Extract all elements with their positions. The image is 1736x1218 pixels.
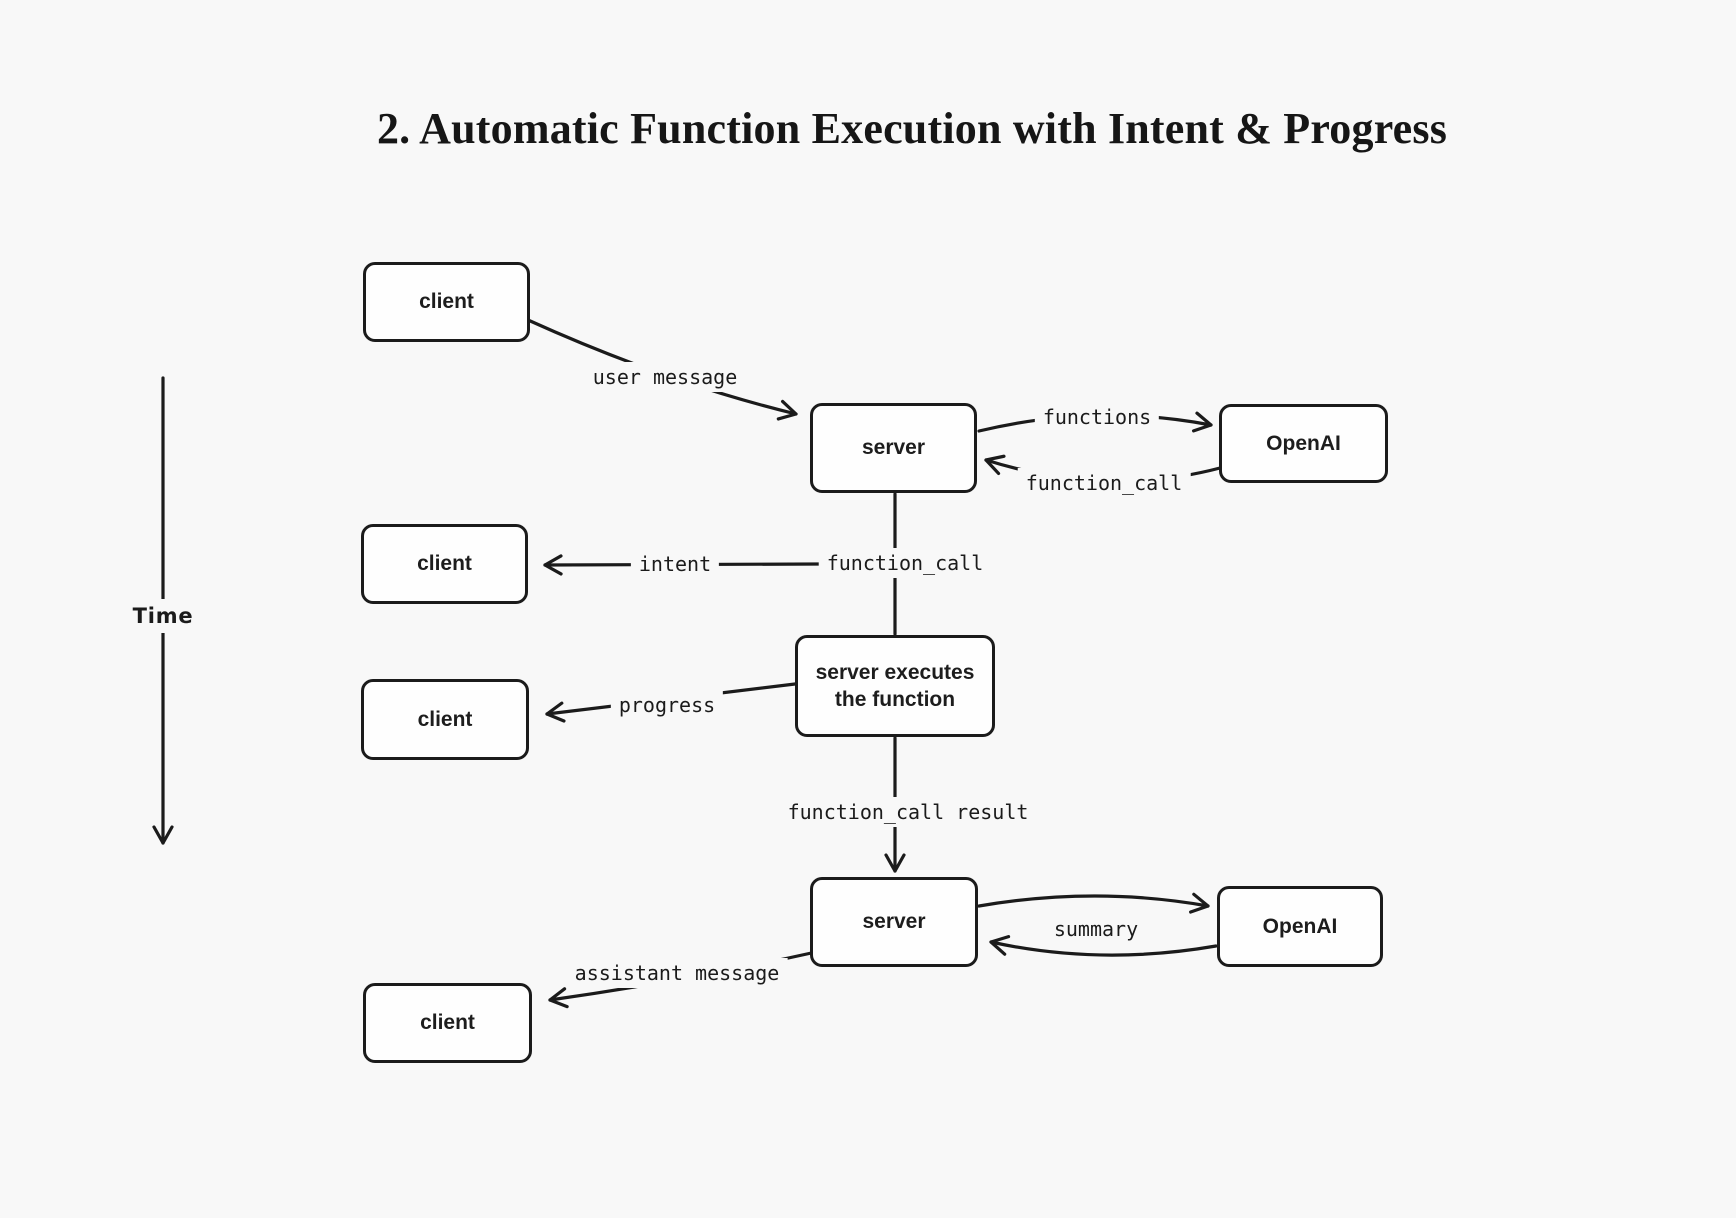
edge-summary-to-server	[989, 935, 1218, 957]
label-intent: intent	[630, 549, 720, 579]
node-client-4: client	[363, 983, 532, 1063]
node-server-executes: server executes the function	[795, 635, 995, 737]
label-user-message: user message	[584, 362, 746, 392]
label-function-call-result: function_call result	[779, 797, 1037, 827]
node-server-1: server	[810, 403, 977, 493]
node-client-1: client	[363, 262, 530, 342]
time-axis-label: Time	[122, 599, 204, 633]
label-function-call-return: function_call	[1017, 468, 1191, 498]
node-client-3: client	[361, 679, 529, 760]
node-openai-2: OpenAI	[1217, 886, 1383, 967]
diagram-title: 2. Automatic Function Execution with Int…	[376, 104, 1448, 153]
label-function-call-down: function_call	[818, 548, 992, 578]
node-server-2: server	[810, 877, 978, 967]
edge-summary-to-openai	[977, 892, 1210, 914]
label-summary: summary	[1045, 914, 1147, 944]
label-assistant-message: assistant message	[566, 958, 788, 988]
node-openai-1: OpenAI	[1219, 404, 1388, 483]
label-functions: functions	[1034, 402, 1160, 432]
node-client-2: client	[361, 524, 528, 604]
label-progress: progress	[610, 690, 724, 720]
